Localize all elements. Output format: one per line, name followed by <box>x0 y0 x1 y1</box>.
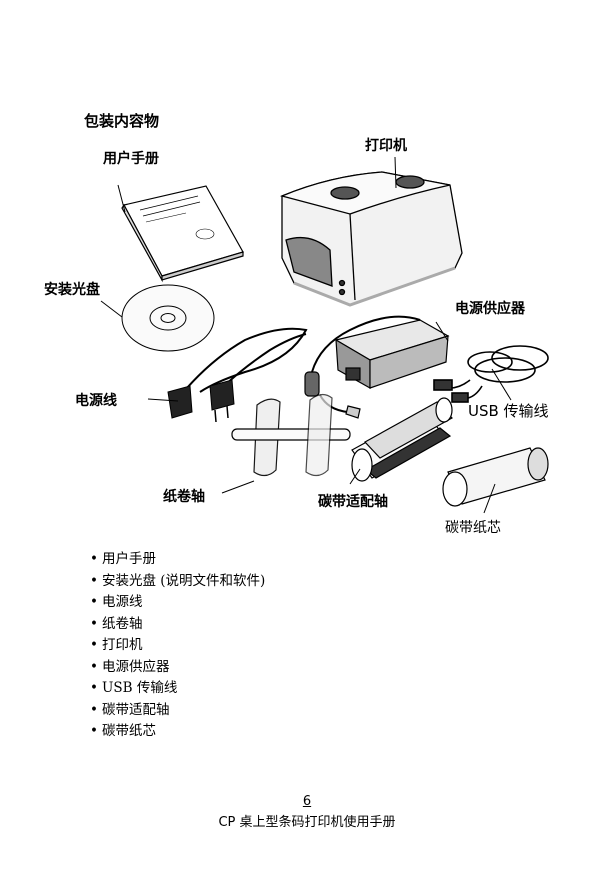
ribbon-core-illustration <box>442 447 549 507</box>
label-power-cord: 电源线 <box>75 393 117 409</box>
cd-illustration <box>121 284 215 352</box>
label-paper-roll-spindle: 纸卷轴 <box>163 489 205 505</box>
leader-lines <box>100 156 512 514</box>
list-item: 打印机 <box>90 635 265 657</box>
power-cord-illustration <box>167 327 308 423</box>
list-item: USB 传输线 <box>90 678 265 700</box>
label-printer: 打印机 <box>365 138 407 154</box>
label-power-supply: 电源供应器 <box>455 301 525 317</box>
label-ribbon-core: 碳带纸芯 <box>445 520 501 536</box>
ribbon-spindle-illustration <box>351 397 453 482</box>
list-item: 电源线 <box>90 592 265 614</box>
paper-roll-spindle-illustration <box>231 393 351 477</box>
label-cd: 安装光盘 <box>44 282 100 298</box>
contents-list: 用户手册 安装光盘 (说明文件和软件) 电源线 纸卷轴 打印机 电源供应器 US… <box>90 549 265 743</box>
list-item: 纸卷轴 <box>90 614 265 636</box>
list-item: 电源供应器 <box>90 657 265 679</box>
section-heading: 包装内容物 <box>84 112 160 130</box>
page-number: 6 <box>302 794 312 809</box>
list-item: 碳带纸芯 <box>90 721 265 743</box>
manual-illustration <box>121 185 244 283</box>
label-ribbon-spindle: 碳带适配轴 <box>318 494 388 510</box>
label-manual: 用户手册 <box>103 151 159 167</box>
package-contents-illustration <box>100 156 549 514</box>
list-item: 安装光盘 (说明文件和软件) <box>90 571 265 593</box>
list-item: 碳带适配轴 <box>90 700 265 722</box>
printer-illustration <box>279 171 463 307</box>
page-footer: CP 桌上型条码打印机使用手册 <box>218 815 396 830</box>
list-item: 用户手册 <box>90 549 265 571</box>
label-usb-cable: USB 传输线 <box>468 402 549 420</box>
usb-cable-illustration <box>433 345 549 403</box>
